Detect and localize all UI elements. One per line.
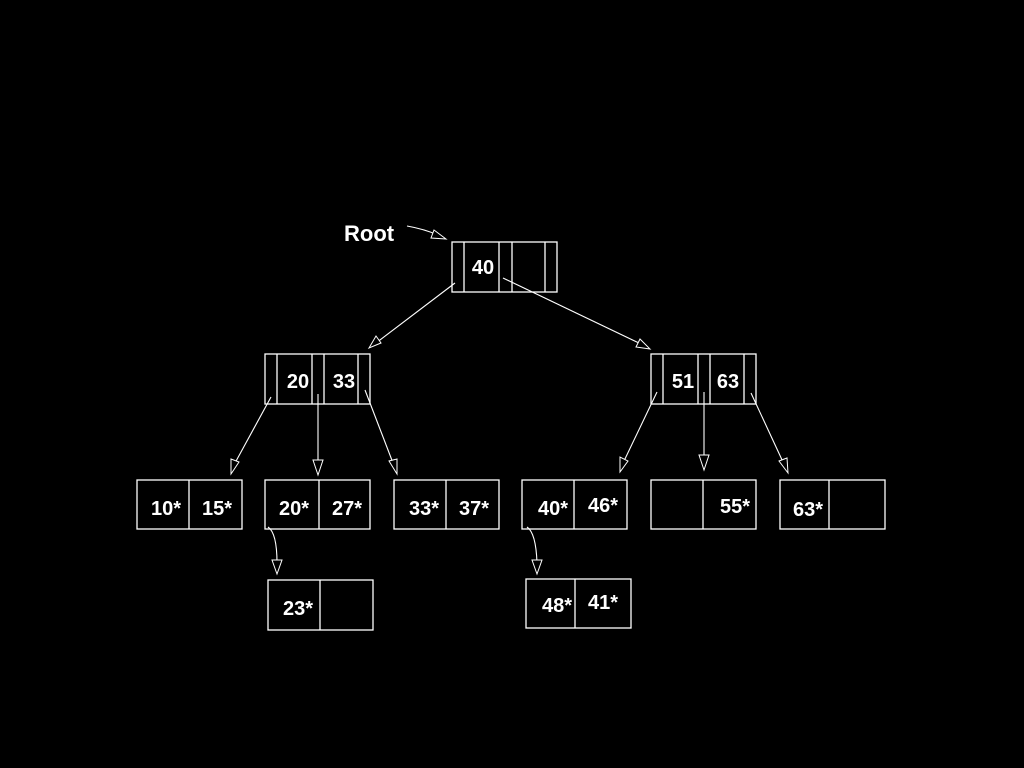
leaf-6-entry-1: 63* [793,499,823,521]
leaf-4-entry-2: 46* [588,495,618,517]
index-node-left: 20 33 [264,353,371,405]
arrowhead-leaf-2 [312,459,324,477]
arrowhead-leaf-5 [698,454,710,472]
leaf-page-2: 20* 27* [264,479,371,530]
leaf-page-3: 33* 37* [393,479,500,530]
overflow-page-2: 48* 41* [525,578,632,629]
root-node: 40 [451,241,558,293]
leaf-page-4: 40* 46* [521,479,628,530]
overflow-2-entry-1: 48* [542,595,572,617]
arrowhead-leaf-1 [230,458,240,476]
overflow-page-1: 23* [267,579,374,631]
leaf-1-entry-2: 15* [202,498,232,520]
arrowhead-leaf-6 [778,457,789,475]
index-right-key-2: 63 [717,371,739,393]
leaf-page-1: 10* 15* [136,479,243,530]
arrowhead-right-index [635,338,652,350]
index-left-key-2: 33 [333,371,355,393]
leaf-3-entry-2: 37* [459,498,489,520]
root-label: Root [344,221,395,246]
leaf-2-entry-1: 20* [279,498,309,520]
arrowhead-overflow-1 [271,559,283,576]
edge-to-leaf-3 [364,389,394,464]
edge-to-leaf-6 [750,392,784,463]
arrowhead-leaf-3 [388,458,398,476]
edge-to-leaf-4 [623,391,658,462]
index-left-key-1: 20 [287,371,309,393]
overflow-1-entry-1: 23* [283,598,313,620]
index-right-key-1: 51 [672,371,694,393]
overflow-2-entry-2: 41* [588,592,618,614]
leaf-5-entry-2: 55* [720,496,750,518]
leaf-3-entry-1: 33* [409,498,439,520]
root-key-1: 40 [472,257,494,279]
edge-overflow-2 [526,526,538,564]
leaf-2-entry-2: 27* [332,498,362,520]
edge-overflow-1 [267,526,278,564]
arrowhead-left-index [367,335,382,350]
edge-root-to-right-index [502,277,642,345]
edge-to-leaf-1 [234,396,272,464]
leaf-1-entry-1: 10* [151,498,181,520]
edge-root-to-left-index [375,282,456,344]
root-pointer-arrowhead [430,229,448,240]
leaf-page-6: 63* [779,479,886,530]
arrowhead-leaf-4 [619,456,629,474]
arrowhead-overflow-2 [531,559,543,576]
leaf-4-entry-1: 40* [538,498,568,520]
leaf-page-5: 55* [650,479,757,530]
